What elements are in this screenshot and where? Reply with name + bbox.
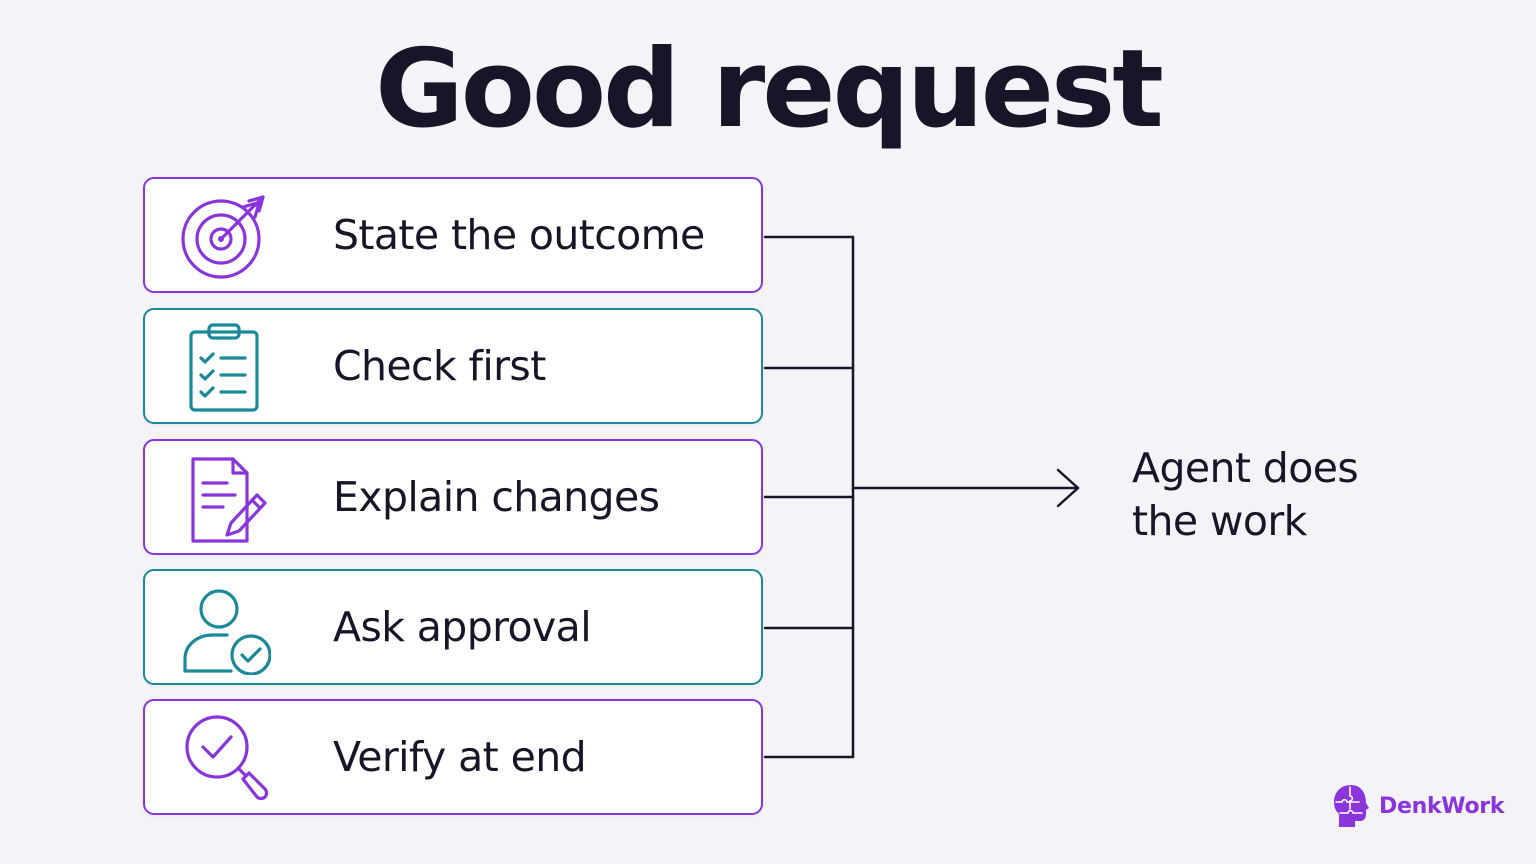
step-card-ask-approval: Ask approval (143, 569, 763, 685)
brand-name: DenkWork (1379, 793, 1505, 819)
step-label: State the outcome (333, 211, 705, 259)
result-line-1: Agent does (1132, 444, 1359, 492)
clipboard-checklist-icon (189, 323, 259, 412)
step-card-explain-changes: Explain changes (143, 439, 763, 555)
magnifier-check-icon (185, 715, 269, 801)
page-title: Good request (375, 27, 1164, 152)
user-check-icon (183, 589, 271, 675)
step-label: Ask approval (333, 603, 592, 651)
result-text: Agent does the work (1132, 442, 1359, 548)
step-card-verify-at-end: Verify at end (143, 699, 763, 815)
step-label: Explain changes (333, 473, 660, 521)
arrow-head-icon (1056, 468, 1080, 508)
puzzle-head-icon (1334, 785, 1369, 827)
result-line-2: the work (1132, 497, 1307, 545)
step-label: Check first (333, 342, 546, 390)
brand-logo: DenkWork (1331, 782, 1504, 830)
document-pencil-icon (191, 457, 267, 543)
step-card-check-first: Check first (143, 308, 763, 424)
step-card-state-outcome: State the outcome (143, 177, 763, 293)
step-label: Verify at end (333, 733, 587, 781)
target-icon (181, 195, 265, 279)
